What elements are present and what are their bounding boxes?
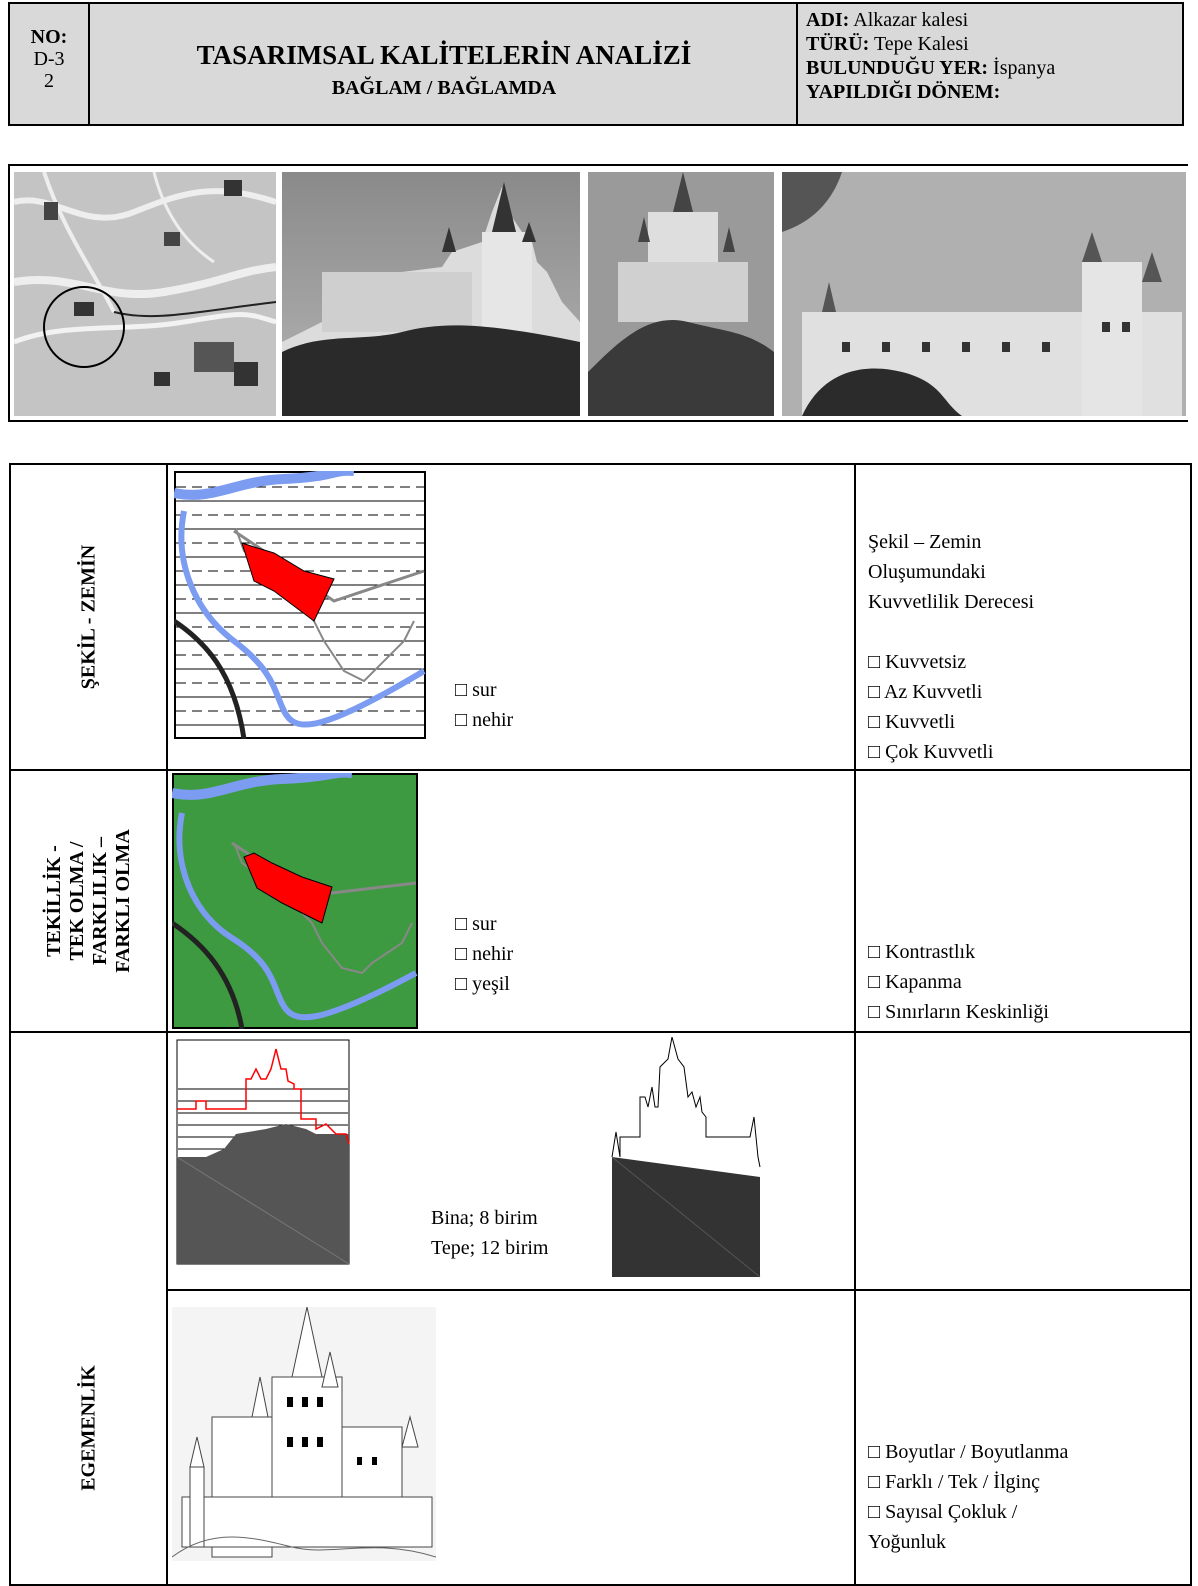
- legend-sekil-zemin: □ sur □ nehir: [455, 675, 513, 735]
- label-cell-tekillik: TEKİLLİK - TEK OLMA / FARKLILIK – FARKLI…: [9, 769, 168, 1033]
- castle-line-drawing: [172, 1307, 436, 1561]
- diagram-cell-egemenlik-2: [166, 1289, 856, 1586]
- measure-hill: Tepe; 12 birim: [431, 1237, 549, 1259]
- page-title: TASARIMSAL KALİTELERİN ANALİZİ: [196, 40, 692, 70]
- title-cell: TASARIMSAL KALİTELERİN ANALİZİ BAĞLAM / …: [92, 4, 798, 124]
- criteria-option: □ Kapanma: [868, 971, 962, 993]
- criteria-title-line: Kuvvetlilik Derecesi: [868, 591, 1035, 613]
- criteria-sekil-zemin: Şekil – Zemin Oluşumundaki Kuvvetlilik D…: [868, 527, 1034, 767]
- criteria-option: Yoğunluk: [868, 1531, 946, 1553]
- diagram-cell-tekillik: □ sur □ nehir □ yeşil: [166, 769, 856, 1033]
- period-label: YAPILDIĞI DÖNEM:: [806, 81, 1001, 103]
- type-value: Tepe Kalesi: [873, 33, 969, 55]
- criteria-cell-egemenlik-1: [854, 1031, 1192, 1291]
- criteria-title-line: Oluşumundaki: [868, 561, 986, 583]
- no-value: D-3: [33, 48, 65, 70]
- row-label-tekillik: TEKİLLİK - TEK OLMA / FARKLILIK – FARKLI…: [42, 829, 134, 973]
- diagram-cell-egemenlik-1: Bina; 8 birim Tepe; 12 birim: [166, 1031, 856, 1291]
- legend-tekillik: □ sur □ nehir □ yeşil: [455, 909, 513, 999]
- site-map-image: [14, 172, 276, 416]
- label-cell-egemenlik: EGEMENLİK: [9, 1031, 168, 1586]
- castle-photo-1: [282, 172, 580, 416]
- criteria-cell-sekil-zemin: Şekil – Zemin Oluşumundaki Kuvvetlilik D…: [854, 463, 1192, 771]
- header-table: NO: D-3 2 TASARIMSAL KALİTELERİN ANALİZİ…: [8, 2, 1184, 126]
- location-label: BULUNDUĞU YER:: [806, 57, 989, 79]
- row-egemenlik-silhouette: EGEMENLİK Bina; 8 birim Tepe; 12 birim: [9, 1031, 1192, 1586]
- criteria-cell-egemenlik-2: □ Boyutlar / Boyutlanma □ Farklı / Tek /…: [854, 1289, 1192, 1586]
- photo-strip: [8, 164, 1188, 422]
- no-label: NO:: [30, 26, 68, 48]
- row-egemenlik-drawing: □ Boyutlar / Boyutlanma □ Farklı / Tek /…: [10, 1289, 1192, 1586]
- criteria-option: □ Boyutlar / Boyutlanma: [868, 1441, 1069, 1463]
- castle-photo-2: [588, 172, 774, 416]
- legend-item: □ nehir: [455, 709, 514, 731]
- criteria-option: □ Kuvvetsiz: [868, 651, 967, 673]
- castle-silhouette: [611, 1037, 761, 1278]
- row-sekil-zemin: ŞEKİL - ZEMİN □ sur □ nehir Şekil – Zemi…: [9, 463, 1192, 771]
- criteria-option: □ Sayısal Çokluk /: [868, 1501, 1018, 1523]
- measure-text: Bina; 8 birim Tepe; 12 birim: [431, 1203, 548, 1263]
- criteria-option: □ Çok Kuvvetli: [868, 741, 994, 763]
- name-value: Alkazar kalesi: [853, 9, 969, 31]
- criteria-tekillik: □ Kontrastlık □ Kapanma □ Sınırların Kes…: [868, 937, 1049, 1027]
- hill-building-ratio: [176, 1039, 350, 1265]
- criteria-option: □ Kontrastlık: [868, 941, 976, 963]
- legend-item: □ yeşil: [455, 973, 510, 995]
- criteria-title-line: Şekil – Zemin: [868, 531, 982, 553]
- legend-item: □ sur: [455, 913, 497, 935]
- criteria-option: □ Az Kuvvetli: [868, 681, 983, 703]
- criteria-egemenlik: □ Boyutlar / Boyutlanma □ Farklı / Tek /…: [868, 1437, 1068, 1557]
- criteria-cell-tekillik: □ Kontrastlık □ Kapanma □ Sınırların Kes…: [854, 769, 1192, 1033]
- criteria-option: □ Sınırların Keskinliği: [868, 1001, 1049, 1023]
- type-label: TÜRÜ:: [806, 33, 870, 55]
- location-value: İspanya: [993, 57, 1056, 79]
- criteria-option: □ Farklı / Tek / İlginç: [868, 1471, 1040, 1493]
- row-tekillik: TEKİLLİK - TEK OLMA / FARKLILIK – FARKLI…: [9, 769, 1192, 1033]
- singularity-map: [172, 773, 418, 1029]
- no-sub: 2: [44, 70, 54, 92]
- legend-item: □ nehir: [455, 943, 514, 965]
- row-label-sekil-zemin: ŞEKİL - ZEMİN: [77, 544, 99, 690]
- label-cell-sekil-zemin: ŞEKİL - ZEMİN: [9, 463, 168, 771]
- legend-item: □ sur: [455, 679, 497, 701]
- castle-photo-3: [782, 172, 1186, 416]
- diagram-cell-sekil-zemin: □ sur □ nehir: [166, 463, 856, 771]
- row-label-egemenlik: EGEMENLİK: [77, 1365, 99, 1491]
- figure-ground-map: [174, 471, 426, 739]
- name-label: ADI:: [806, 9, 850, 31]
- criteria-option: □ Kuvvetli: [868, 711, 956, 733]
- info-cell: ADI: Alkazar kalesi TÜRÜ: Tepe Kalesi BU…: [800, 4, 1182, 124]
- no-cell: NO: D-3 2: [10, 4, 90, 124]
- page-subtitle: BAĞLAM / BAĞLAMDA: [331, 77, 557, 99]
- measure-building: Bina; 8 birim: [431, 1207, 538, 1229]
- analysis-table: ŞEKİL - ZEMİN □ sur □ nehir Şekil – Zemi…: [9, 463, 1192, 1586]
